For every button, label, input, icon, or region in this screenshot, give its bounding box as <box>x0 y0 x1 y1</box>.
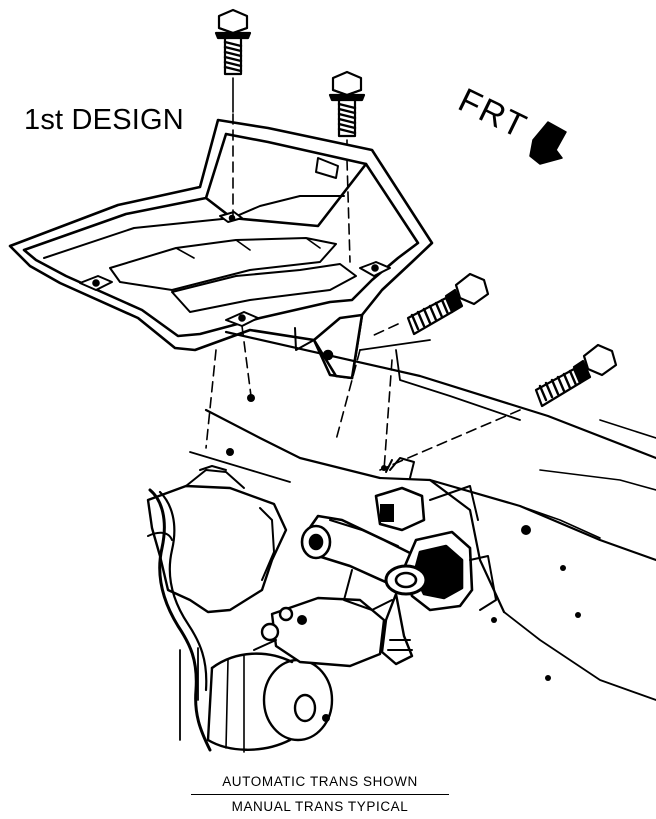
bolt-side-lower <box>534 343 618 408</box>
frame-rail <box>189 330 656 701</box>
caption-line-1: AUTOMATIC TRANS SHOWN <box>222 774 418 789</box>
bolt-side-upper <box>406 272 490 336</box>
caption-divider <box>191 794 449 795</box>
design-label: 1st DESIGN <box>24 104 184 136</box>
direction-label: FRT <box>452 81 533 146</box>
alignment-lines <box>205 113 521 471</box>
bolt-upper-left <box>214 8 252 113</box>
figure-caption: AUTOMATIC TRANS SHOWN MANUAL TRANS TYPIC… <box>190 770 450 819</box>
engine-mount-strut <box>300 457 497 666</box>
battery-tray-bracket <box>8 118 434 380</box>
bolt-upper-right <box>328 70 366 159</box>
front-direction-arrow-icon <box>529 121 567 165</box>
caption-line-2: MANUAL TRANS TYPICAL <box>231 799 409 814</box>
transmission-assembly <box>146 465 386 753</box>
